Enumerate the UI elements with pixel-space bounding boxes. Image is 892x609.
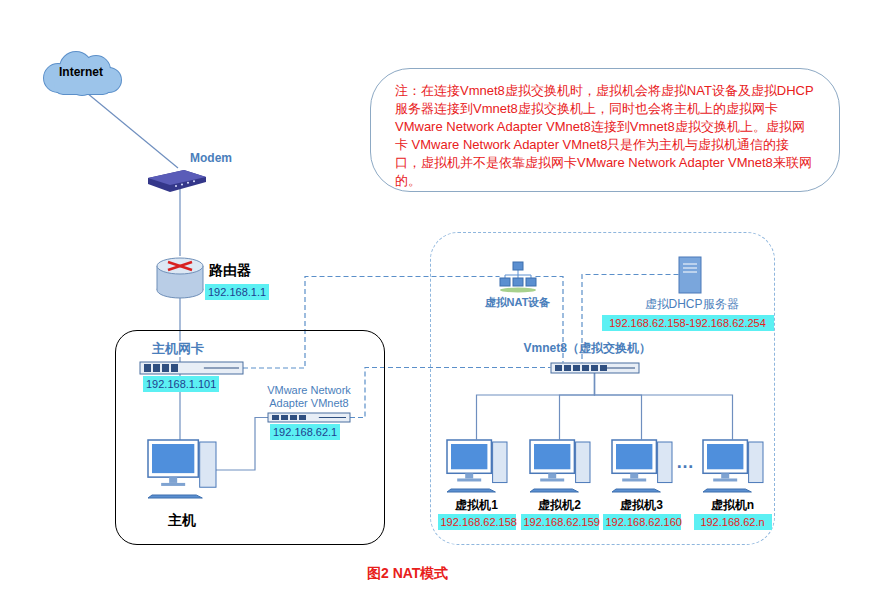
pc-icon [530, 440, 590, 492]
node-label: 虚拟机1 [435, 498, 519, 513]
network-cable [560, 373, 595, 440]
vm-group: 虚拟NAT设备虚拟DHCP服务器192.168.62.158-192.168.6… [430, 232, 775, 545]
pc-icon [148, 440, 216, 498]
host-nic: 主机网卡192.168.1.101 [140, 362, 243, 374]
ip-address: 192.168.62.158 [438, 514, 516, 530]
ip-address: 192.168.62.158-192.168.62.254 [602, 315, 774, 331]
card-icon [140, 362, 243, 374]
ip-address: 192.168.62.1 [270, 424, 340, 440]
network-cable [87, 93, 178, 168]
virtual-link [350, 368, 551, 418]
modem: Modem [148, 168, 206, 192]
node-label: 虚拟机2 [518, 498, 602, 513]
router-icon [157, 256, 203, 300]
network-cable [595, 373, 642, 440]
ip-address: 192.168.62.n [694, 514, 772, 530]
nat-device: 虚拟NAT设备 [500, 262, 536, 292]
node-label: Modem [190, 151, 232, 166]
switch-icon [551, 363, 639, 373]
pc-icon [447, 440, 507, 492]
note-text: 注：在连接Vmnet8虚拟交换机时，虚拟机会将虚拟NAT设备及虚拟DHCP服务器… [371, 69, 839, 190]
internet-cloud: Internet [36, 50, 126, 96]
virtual-machine: 虚拟机2192.168.62.159 [530, 440, 590, 492]
network-cable [179, 189, 180, 256]
node-label: 主机网卡 [150, 341, 206, 357]
router: 路由器192.168.1.1 [157, 256, 203, 300]
ip-address: 192.168.1.101 [143, 376, 219, 392]
ip-address: 192.168.62.159 [521, 514, 599, 530]
nat-icon [500, 262, 536, 292]
node-label: Internet [36, 65, 126, 80]
ip-address: 192.168.1.1 [205, 284, 269, 300]
node-label: 路由器 [209, 262, 251, 279]
node-label: 虚拟DHCP服务器 [645, 297, 739, 312]
node-label: Vmnet8（虚拟交换机） [524, 341, 651, 356]
note-box: 注：在连接Vmnet8虚拟交换机时，虚拟机会将虚拟NAT设备及虚拟DHCP服务器… [370, 68, 840, 192]
virtual-switch: Vmnet8（虚拟交换机） [551, 363, 639, 373]
host-computer: 主机 [148, 440, 216, 498]
node-label: 虚拟机n [691, 498, 775, 513]
virtual-machine: 虚拟机1192.168.62.158 [447, 440, 507, 492]
pc-icon [703, 440, 763, 492]
dhcp-server: 虚拟DHCP服务器192.168.62.158-192.168.62.254 [679, 257, 701, 293]
virtual-link [243, 277, 500, 369]
network-cable [595, 373, 733, 440]
network-cable [216, 418, 268, 471]
virtual-machine: 虚拟机n192.168.62.n [703, 440, 763, 492]
card-icon [268, 413, 350, 422]
virtual-machine: 虚拟机3192.168.62.160 [612, 440, 672, 492]
node-label: VMware Network Adapter VMnet8 [262, 384, 356, 410]
pc-icon [612, 440, 672, 492]
node-label: 主机 [148, 512, 216, 529]
host-group: 主机网卡192.168.1.101VMware Network Adapter … [115, 330, 385, 545]
figure-caption: 图2 NAT模式 [367, 565, 448, 583]
ellipsis-mark: … [676, 452, 694, 473]
modem-icon [148, 168, 206, 192]
node-label: 虚拟NAT设备 [478, 295, 558, 309]
vmnet8-adapter: VMware Network Adapter VMnet8192.168.62.… [268, 413, 350, 422]
server-icon [679, 257, 701, 293]
network-cable [477, 373, 595, 440]
ip-address: 192.168.62.160 [603, 514, 681, 530]
node-label: 虚拟机3 [600, 498, 684, 513]
